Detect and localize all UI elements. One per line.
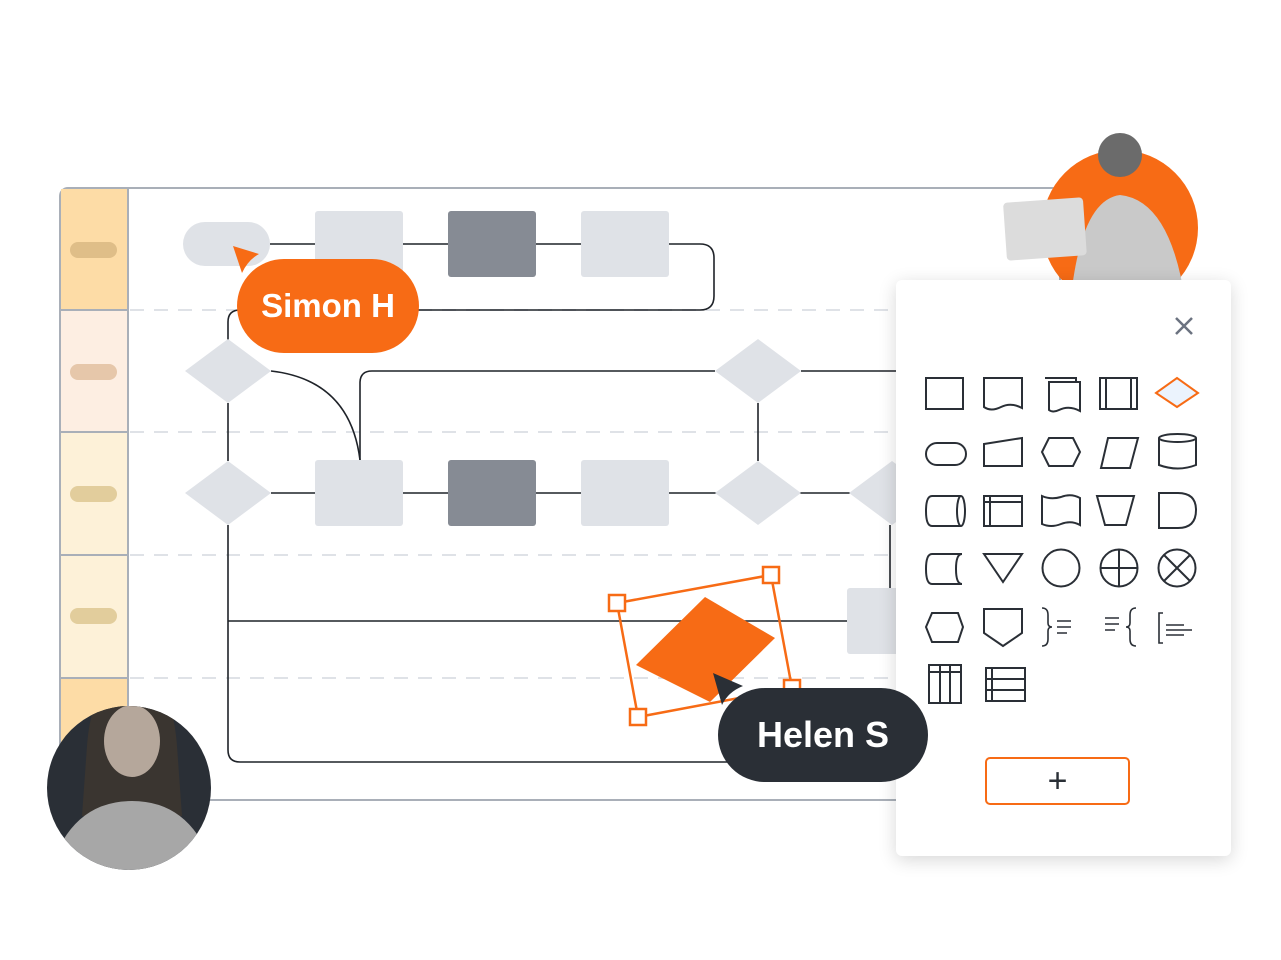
cursor-icon <box>233 246 259 273</box>
cursor-icon <box>713 673 743 705</box>
shape-stored-data[interactable] <box>924 553 963 585</box>
shape-database[interactable] <box>1158 433 1197 470</box>
process-shape[interactable] <box>581 460 669 526</box>
shape-off-page-reference[interactable] <box>983 608 1023 648</box>
avatar-top <box>1003 133 1198 306</box>
decision-shape[interactable] <box>636 597 775 702</box>
shape-bracket-note[interactable] <box>1158 612 1192 644</box>
shape-rectangle[interactable] <box>925 377 964 410</box>
resize-handle[interactable] <box>607 593 627 613</box>
shape-brace-note-right[interactable] <box>1105 607 1137 647</box>
process-shape[interactable] <box>847 588 907 654</box>
shape-decision[interactable] <box>1154 376 1200 409</box>
process-shape[interactable] <box>315 460 403 526</box>
shape-brace-note-left[interactable] <box>1041 607 1071 647</box>
shape-table-columns[interactable] <box>928 664 962 704</box>
shape-library-panel: + <box>896 280 1231 856</box>
shape-manual-input[interactable] <box>983 436 1023 467</box>
shape-summing-junction[interactable] <box>1157 548 1197 588</box>
shape-delay[interactable] <box>1158 492 1198 529</box>
close-icon[interactable] <box>1172 314 1196 338</box>
shape-connector[interactable] <box>1041 548 1081 588</box>
collaborator-label-helen: Helen S <box>718 688 928 782</box>
shape-predefined-process[interactable] <box>1099 377 1138 410</box>
terminator-shape[interactable] <box>183 222 270 266</box>
shape-merge[interactable] <box>982 553 1024 584</box>
decision-shape[interactable] <box>715 339 801 403</box>
shape-multiple-documents[interactable] <box>1045 377 1081 413</box>
collaborator-label-simon: Simon H <box>237 259 419 353</box>
shape-preparation[interactable] <box>1040 437 1082 467</box>
shape-table-rows[interactable] <box>985 667 1026 702</box>
shape-document[interactable] <box>983 377 1023 411</box>
process-shape[interactable] <box>581 211 669 277</box>
decision-shape[interactable] <box>715 461 801 525</box>
process-shape[interactable] <box>448 211 536 277</box>
decision-shape[interactable] <box>185 461 271 525</box>
shape-direct-access-storage[interactable] <box>924 495 966 527</box>
shape-display[interactable] <box>924 612 965 643</box>
shape-or[interactable] <box>1099 548 1139 588</box>
shape-internal-storage[interactable] <box>983 495 1023 527</box>
shape-terminator[interactable] <box>925 442 967 466</box>
decision-shape[interactable] <box>185 339 271 403</box>
avatar-bottom <box>47 706 211 870</box>
resize-handle[interactable] <box>761 565 781 585</box>
resize-handle[interactable] <box>628 707 648 727</box>
add-shapes-button[interactable]: + <box>985 757 1130 805</box>
process-shape[interactable] <box>448 460 536 526</box>
shape-manual-operation[interactable] <box>1095 495 1136 526</box>
shape-data[interactable] <box>1099 437 1140 469</box>
shape-tape[interactable] <box>1041 494 1081 527</box>
